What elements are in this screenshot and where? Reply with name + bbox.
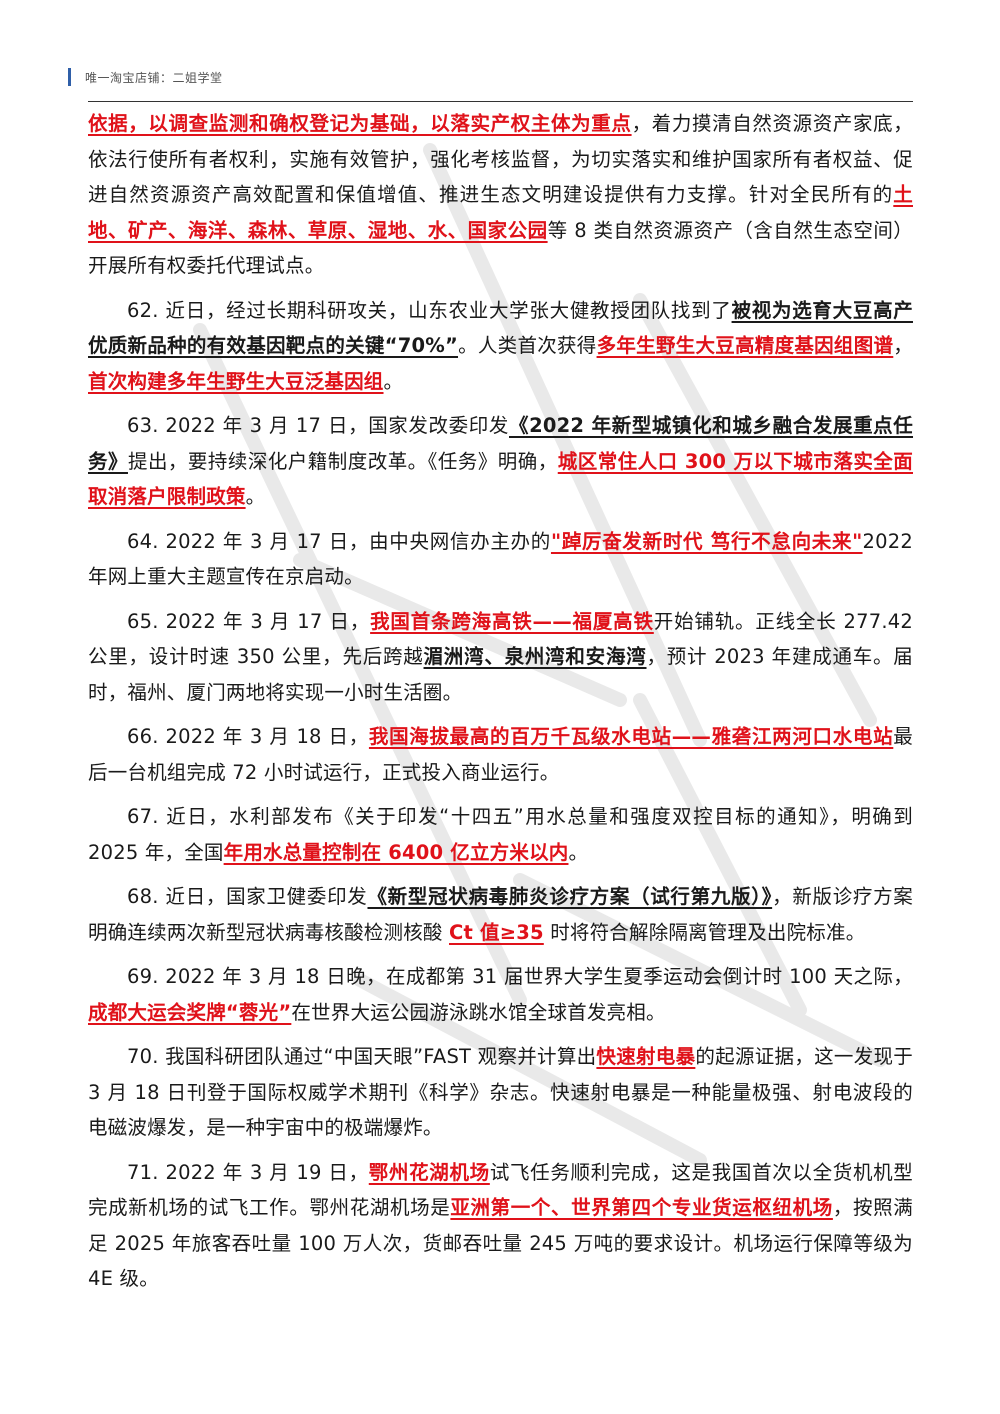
news-item-70: 70. 我国科研团队通过“中国天眼”FAST 观察并计算出快速射电暴的起源证据，… [88, 1039, 913, 1146]
text-segment: 66. 2022 年 3 月 18 日， [127, 725, 369, 748]
text-segment: 。 [383, 369, 404, 393]
text-segment: ， [893, 334, 913, 357]
paragraph-continued: 依据，以调查监测和确权登记为基础，以落实产权主体为重点，着力摸清自然资源资产家底… [88, 106, 913, 284]
news-item-63: 63. 2022 年 3 月 17 日，国家发改委印发《2022 年新型城镇化和… [88, 408, 913, 515]
text-segment: 65. 2022 年 3 月 17 日， [127, 609, 371, 633]
news-item-66: 66. 2022 年 3 月 18 日，我国海拔最高的百万千瓦级水电站——雅砻江… [88, 719, 913, 790]
text-segment: ，按照满足 2025 年旅客吞吐量 100 万人次，货邮吞吐量 245 万吨的要… [88, 1196, 913, 1290]
page-header: 唯一淘宝店铺：二姐学堂 [68, 66, 223, 88]
highlight-red: 我国海拔最高的百万千瓦级水电站——雅砻江两河口水电站 [368, 725, 894, 748]
text-segment: 62. 近日，经过长期科研攻关，山东农业大学张大健教授团队找到了 [127, 298, 732, 322]
text-segment: 70. 我国科研团队通过“中国天眼”FAST 观察并计算出 [127, 1045, 597, 1068]
news-item-65: 65. 2022 年 3 月 17 日，我国首条跨海高铁——福厦高铁开始铺轨。正… [88, 604, 913, 711]
highlight-red: 年用水总量控制在 6400 亿立方米以内 [223, 840, 569, 864]
text-segment: 提出，要持续深化户籍制度改革。《任务》明确， [127, 449, 558, 473]
news-item-71: 71. 2022 年 3 月 19 日，鄂州花湖机场试飞任务顺利完成，这是我国首… [88, 1155, 913, 1297]
news-item-68: 68. 近日，国家卫健委印发《新型冠状病毒肺炎诊疗方案（试行第九版）》，新版诊疗… [88, 879, 913, 950]
header-accent-bar [68, 68, 71, 86]
highlight-red: 我国首条跨海高铁——福厦高铁 [370, 609, 654, 633]
news-item-69: 69. 2022 年 3 月 18 日晚，在成都第 31 届世界大学生夏季运动会… [88, 959, 913, 1030]
header-divider [88, 101, 913, 102]
news-item-67: 67. 近日，水利部发布《关于印发“十四五”用水总量和强度双控目标的通知》，明确… [88, 799, 913, 870]
highlight-red: "踔厉奋发新时代 笃行不怠向未来" [550, 529, 863, 553]
text-segment: 。 [245, 485, 266, 508]
text-segment: 。 [568, 840, 589, 864]
highlight-red: 鄂州花湖机场 [368, 1160, 490, 1184]
highlight-red: 亚洲第一个、世界第四个专业货运枢纽机场 [450, 1196, 833, 1219]
highlight-red: 首次构建多年生野生大豆泛基因组 [88, 369, 384, 393]
text-segment: 在世界大运公园游泳跳水馆全球首发亮相。 [291, 1000, 666, 1024]
text-segment: 68. 近日，国家卫健委印发 [127, 885, 368, 908]
text-segment: 71. 2022 年 3 月 19 日， [127, 1160, 369, 1184]
text-segment: 69. 2022 年 3 月 18 日晚，在成都第 31 届世界大学生夏季运动会… [127, 965, 913, 988]
highlight-red: 成都大运会奖牌“蓉光” [88, 1000, 292, 1024]
header-shop-name: 唯一淘宝店铺：二姐学堂 [85, 70, 223, 85]
news-item-62: 62. 近日，经过长期科研攻关，山东农业大学张大健教授团队找到了被视为选育大豆高… [88, 293, 913, 400]
news-item-64: 64. 2022 年 3 月 17 日，由中央网信办主办的"踔厉奋发新时代 笃行… [88, 524, 913, 595]
highlight-red: 快速射电暴 [596, 1045, 696, 1068]
highlight-bold: 湄洲湾、泉州湾和安海湾 [423, 645, 647, 668]
highlight-red: 依据，以调查监测和确权登记为基础，以落实产权主体为重点 [88, 112, 632, 135]
text-segment: 63. 2022 年 3 月 17 日，国家发改委印发 [127, 414, 509, 437]
text-segment: 。人类首次获得 [458, 334, 597, 357]
document-body: 依据，以调查监测和确权登记为基础，以落实产权主体为重点，着力摸清自然资源资产家底… [88, 106, 913, 1306]
text-segment: 时将符合解除隔离管理及出院标准。 [543, 920, 866, 944]
highlight-red: Ct 值≥35 [449, 920, 544, 944]
highlight-bold: 《新型冠状病毒肺炎诊疗方案（试行第九版）》 [367, 885, 773, 908]
highlight-red: 多年生野生大豆高精度基因组图谱 [596, 334, 894, 357]
text-segment: 64. 2022 年 3 月 17 日，由中央网信办主办的 [127, 529, 551, 553]
